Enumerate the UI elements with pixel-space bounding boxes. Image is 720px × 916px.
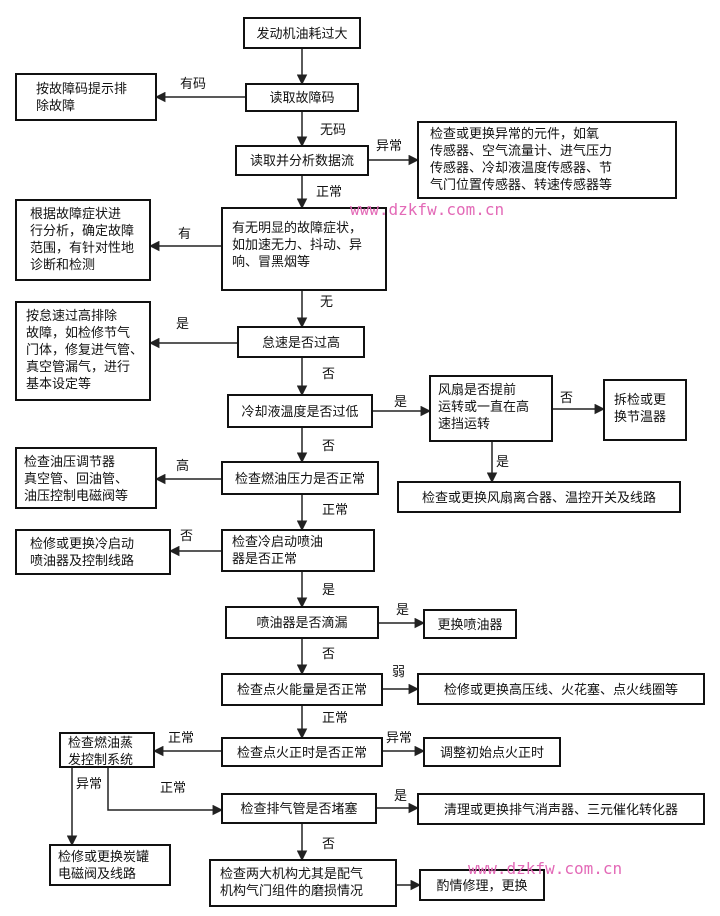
node-by-code-label: 按故障码提示排除故障 (36, 81, 127, 114)
edge-labels: 有码 无码 异常 正常 有 无 是 否 是 否 是 否 高 正常 否 是 是 否… (76, 77, 573, 852)
node-data-stream: 读取并分析数据流 (235, 145, 369, 176)
node-canister: 检修或更换炭罐电磁阀及线路 (49, 844, 171, 886)
node-ignition-energy: 检查点火能量是否正常 (221, 673, 383, 706)
edge-label-coolant-no: 否 (322, 439, 335, 454)
node-regulator: 检查油压调节器真空管、回油管、油压控制电磁阀等 (15, 447, 157, 509)
node-exhaust-fix: 清理或更换排气消声器、三元催化转化器 (417, 793, 705, 825)
edge-label-leak-no: 否 (322, 647, 335, 662)
node-exhaust-fix-label: 清理或更换排气消声器、三元催化转化器 (444, 802, 678, 818)
node-exhaust: 检查排气管是否堵塞 (221, 793, 377, 824)
node-evap-label: 检查燃油蒸发控制系统 (68, 735, 133, 768)
edge-label-leak-yes: 是 (396, 603, 409, 618)
node-start-label: 发动机油耗过大 (256, 26, 347, 42)
node-fan-check-label: 风扇是否提前运转或一直在高速挡运转 (438, 382, 529, 432)
node-injector-replace: 更换喷油器 (423, 609, 517, 639)
edge-label-exhaust-no: 否 (322, 837, 335, 852)
edge-label-timing-abnormal: 异常 (386, 731, 412, 746)
node-sensor-replace-label: 检查或更换异常的元件，如氧传感器、空气流量计、进气压力传感器、冷却液温度传感器、… (430, 126, 612, 193)
node-regulator-label: 检查油压调节器真空管、回油管、油压控制电磁阀等 (24, 455, 128, 504)
edge-label-normal-1: 正常 (316, 185, 342, 200)
watermark-bottom: www.dzkfw.com.cn (468, 859, 622, 878)
node-ignition-fix: 检修或更换高压线、火花塞、点火线圈等 (417, 673, 705, 705)
node-injector-replace-label: 更换喷油器 (437, 618, 502, 633)
edge-label-no-symptom: 无 (320, 295, 333, 310)
node-repair-label: 酌情修理，更换 (436, 879, 527, 894)
node-valve: 检查两大机构尤其是配气机构气门组件的磨损情况 (209, 859, 397, 907)
node-timing-label: 检查点火正时是否正常 (237, 746, 367, 761)
node-canister-label: 检修或更换炭罐电磁阀及线路 (58, 850, 149, 882)
edge-label-fan-yes: 是 (496, 455, 509, 470)
node-cold-start-fix-label: 检修或更换冷启动喷油器及控制线路 (30, 537, 134, 569)
node-cold-start: 检查冷启动喷油器是否正常 (221, 529, 375, 572)
node-symptom-check-label: 有无明显的故障症状，如加速无力、抖动、异响、冒黑烟等 (232, 220, 362, 270)
edge-label-pressure-normal: 正常 (322, 503, 348, 518)
node-thermostat: 拆检或更换节温器 (603, 379, 687, 441)
edge-label-timing-normal: 正常 (168, 731, 194, 746)
node-fuel-pressure-label: 检查燃油压力是否正常 (235, 471, 365, 487)
edges (66, 48, 606, 891)
node-repair: 酌情修理，更换 (419, 869, 545, 901)
node-exhaust-label: 检查排气管是否堵塞 (240, 801, 357, 817)
edge-label-evap-abnormal: 异常 (76, 777, 102, 792)
node-idle-fix-label: 按怠速过高排除故障，如检修节气门体，修复进气管、真空管漏气，进行基本设定等 (26, 308, 143, 392)
node-thermostat-label: 拆检或更换节温器 (614, 393, 666, 425)
node-read-code: 读取故障码 (245, 83, 359, 112)
node-timing: 检查点火正时是否正常 (221, 737, 383, 767)
nodes: 发动机油耗过大 读取故障码 按故障码提示排除故障 读取并分析数据流 检查或更换异… (15, 17, 705, 907)
edge-label-abnormal-1: 异常 (376, 139, 402, 154)
node-injector-leak: 喷油器是否滴漏 (225, 606, 379, 639)
node-timing-adjust-label: 调整初始点火正时 (440, 746, 544, 761)
node-injector-leak-label: 喷油器是否滴漏 (256, 615, 347, 631)
edge-label-has-code: 有码 (180, 77, 206, 92)
edge-label-evap-normal: 正常 (160, 781, 186, 796)
edge-label-no-code: 无码 (320, 123, 346, 138)
edge-label-cold-no: 否 (180, 529, 193, 544)
node-idle-fix: 按怠速过高排除故障，如检修节气门体，修复进气管、真空管漏气，进行基本设定等 (15, 301, 151, 401)
edge-label-fan-no: 否 (560, 391, 573, 406)
node-timing-adjust: 调整初始点火正时 (423, 737, 561, 767)
node-coolant: 冷却液温度是否过低 (227, 394, 373, 428)
node-cold-start-fix: 检修或更换冷启动喷油器及控制线路 (15, 529, 171, 575)
edge-label-idle-yes: 是 (176, 317, 189, 332)
node-fan-check: 风扇是否提前运转或一直在高速挡运转 (429, 375, 553, 442)
watermark-top: www.dzkfw.com.cn (350, 200, 504, 219)
node-valve-label: 检查两大机构尤其是配气机构气门组件的磨损情况 (220, 866, 363, 899)
node-by-code: 按故障码提示排除故障 (15, 73, 157, 121)
node-coolant-label: 冷却液温度是否过低 (241, 404, 358, 420)
node-fan-replace-label: 检查或更换风扇离合器、温控开关及线路 (422, 490, 656, 506)
edge-label-energy-normal: 正常 (322, 711, 348, 726)
node-evap: 检查燃油蒸发控制系统 (59, 732, 155, 768)
edge-label-coolant-yes: 是 (394, 395, 407, 410)
edge-label-has-symptom: 有 (178, 227, 191, 242)
node-read-code-label: 读取故障码 (269, 91, 334, 106)
edge-label-energy-weak: 弱 (392, 665, 405, 680)
edge-label-pressure-high: 高 (176, 458, 189, 474)
node-idle-check: 怠速是否过高 (237, 326, 365, 358)
node-symptom-diag-label: 根据故障症状进行分析，确定故障范围，有针对性地诊断和检测 (30, 207, 134, 273)
node-ignition-energy-label: 检查点火能量是否正常 (237, 683, 367, 698)
node-symptom-check: 有无明显的故障症状，如加速无力、抖动、异响、冒黑烟等 (221, 207, 387, 291)
node-symptom-diag: 根据故障症状进行分析，确定故障范围，有针对性地诊断和检测 (15, 199, 151, 281)
node-fan-replace: 检查或更换风扇离合器、温控开关及线路 (397, 481, 681, 513)
node-idle-check-label: 怠速是否过高 (262, 335, 340, 351)
node-start: 发动机油耗过大 (243, 17, 361, 49)
edge-label-exhaust-yes: 是 (394, 789, 407, 804)
node-fuel-pressure: 检查燃油压力是否正常 (221, 461, 379, 495)
edge-evap-to-exhaust (107, 767, 224, 816)
edge-label-cold-yes: 是 (322, 583, 335, 598)
node-sensor-replace: 检查或更换异常的元件，如氧传感器、空气流量计、进气压力传感器、冷却液温度传感器、… (417, 121, 677, 199)
node-cold-start-label: 检查冷启动喷油器是否正常 (232, 535, 323, 567)
node-ignition-fix-label: 检修或更换高压线、火花塞、点火线圈等 (444, 682, 678, 698)
edge-label-idle-no: 否 (322, 367, 335, 382)
node-data-stream-label: 读取并分析数据流 (250, 154, 354, 169)
